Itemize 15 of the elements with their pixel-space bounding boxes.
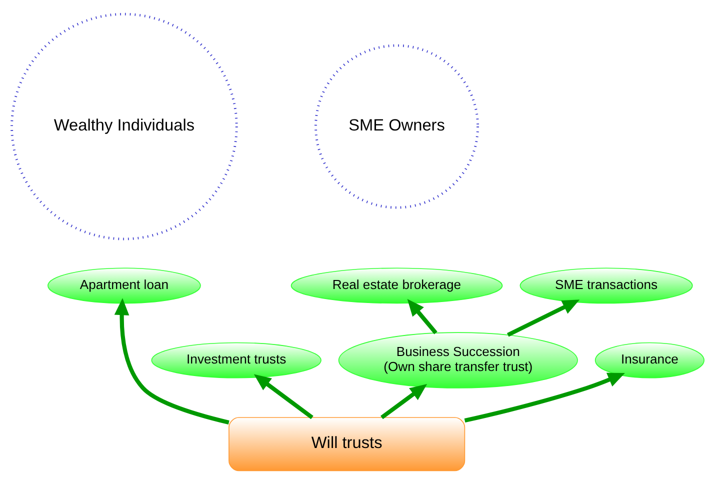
node-ellipse: Insurance bbox=[594, 342, 704, 378]
node-ellipse: Real estate brokerage bbox=[290, 268, 503, 304]
node-circle: SME Owners bbox=[314, 44, 480, 209]
node-box: Will trusts bbox=[228, 417, 466, 472]
arrow bbox=[506, 300, 580, 337]
node-ellipse: Apartment loan bbox=[48, 268, 201, 304]
arrow bbox=[464, 372, 625, 422]
node-ellipse: Business Succession (Own share transfer trust) bbox=[338, 332, 578, 388]
arrow bbox=[254, 374, 314, 420]
arrow bbox=[380, 384, 428, 420]
node-circle: Wealthy Individuals bbox=[10, 12, 238, 240]
arrow bbox=[114, 298, 230, 424]
node-ellipse: SME transactions bbox=[520, 268, 693, 304]
arrow bbox=[407, 299, 438, 334]
node-ellipse: Investment trusts bbox=[151, 342, 322, 378]
